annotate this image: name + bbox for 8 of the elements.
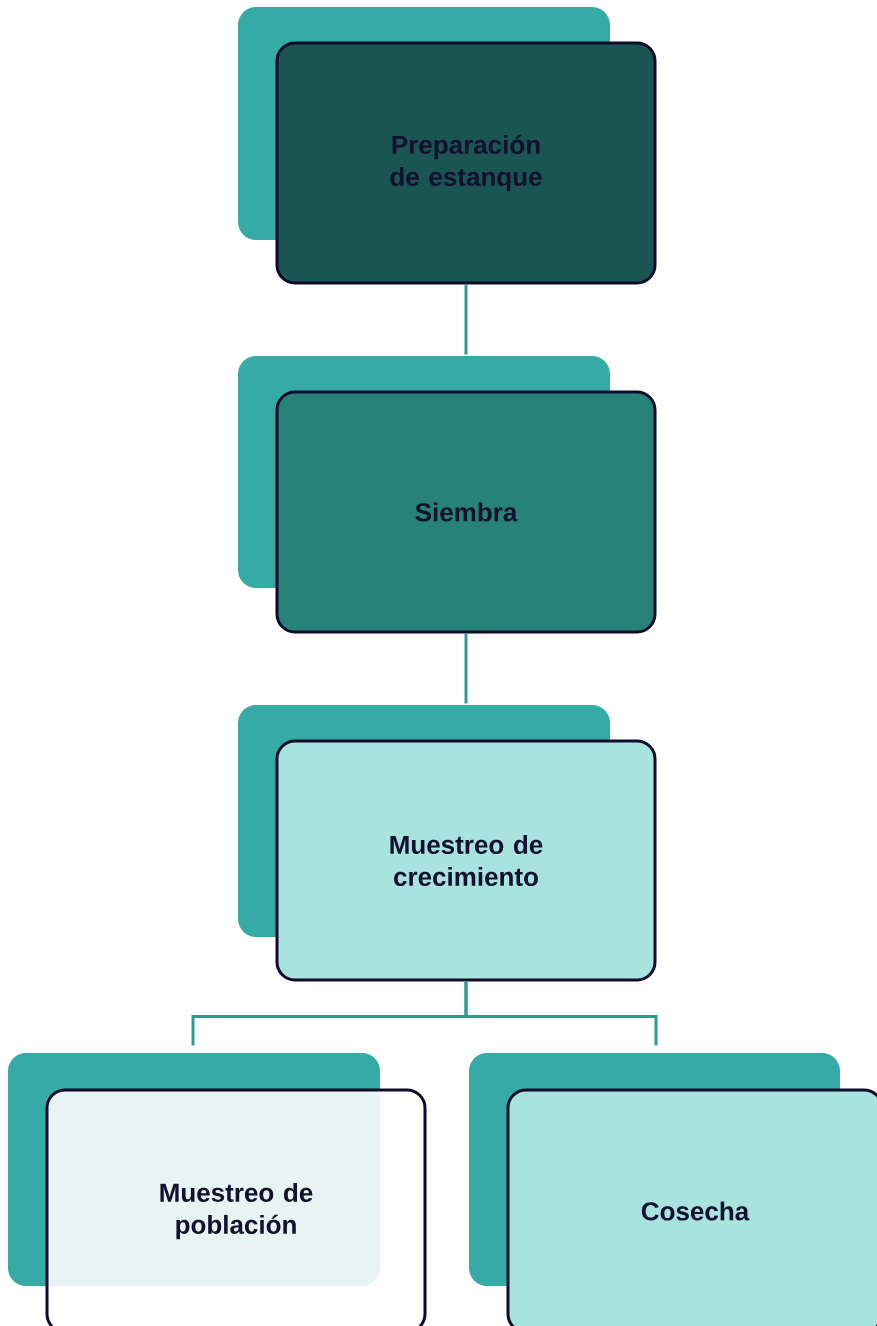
connector-line (464, 981, 658, 1046)
process-box: Siembra (238, 356, 657, 634)
process-box: Cosecha (469, 1053, 877, 1326)
process-box: Muestreo de población (8, 1053, 427, 1326)
process-box: Muestreo de crecimiento (238, 705, 657, 982)
connector-line (464, 633, 468, 704)
process-box: Preparación de estanque (238, 7, 657, 285)
connector-line (464, 284, 468, 355)
